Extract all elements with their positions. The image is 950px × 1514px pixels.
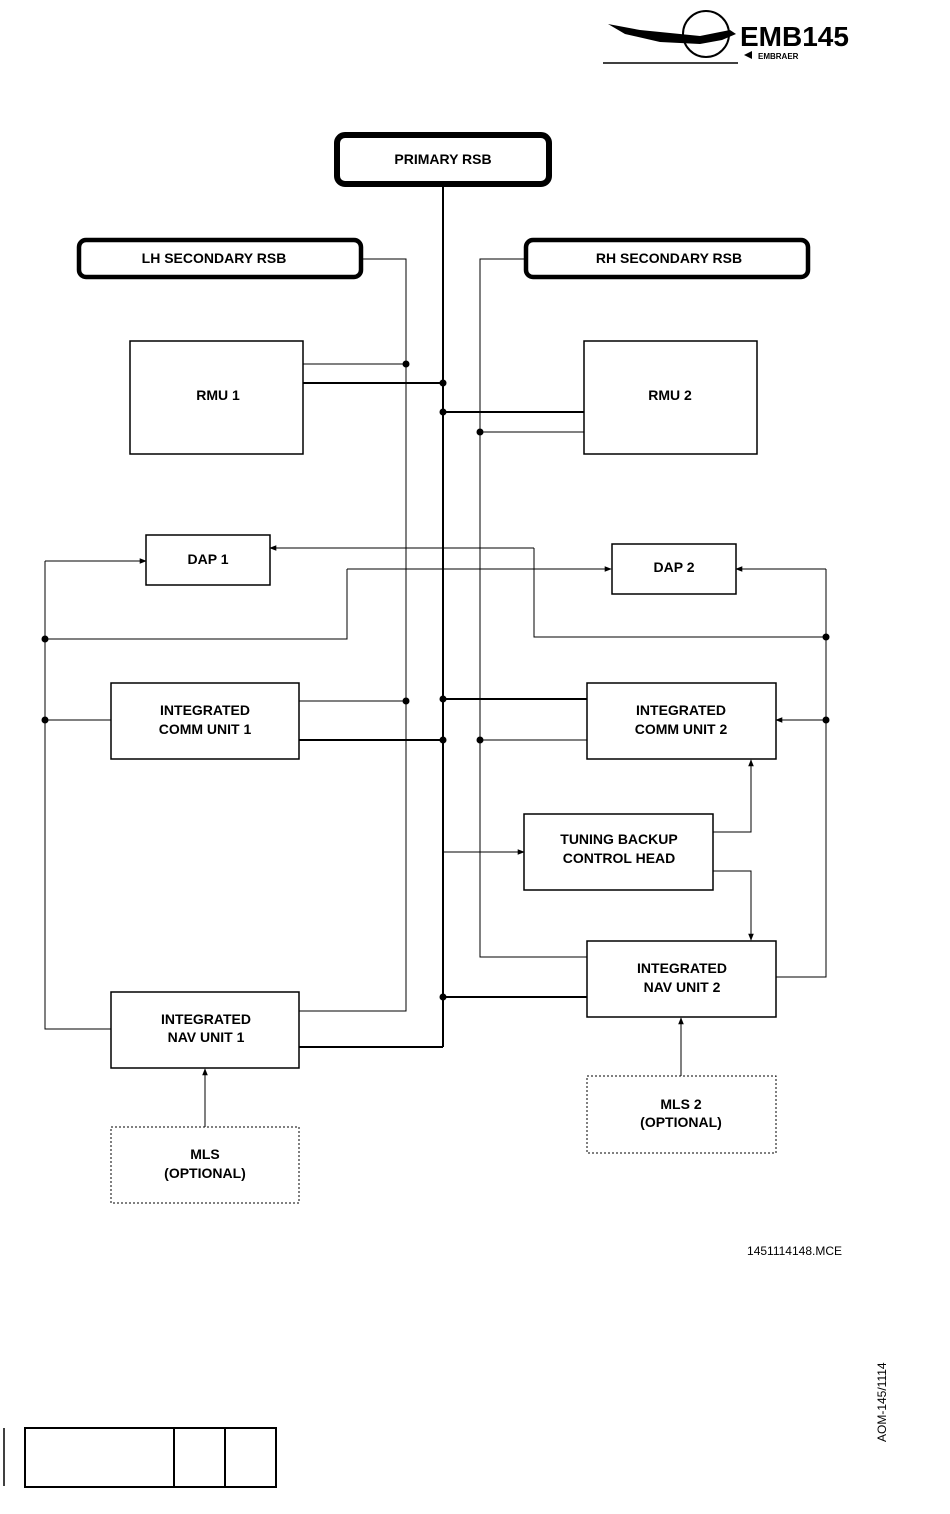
icu1-label-line2: COMM UNIT 1 bbox=[159, 721, 252, 737]
revision-table bbox=[4, 1428, 276, 1487]
icu1-label-line1: INTEGRATED bbox=[160, 702, 250, 718]
inu1-label-line1: INTEGRATED bbox=[161, 1011, 251, 1027]
logo-text: EMB145 bbox=[740, 21, 849, 52]
mls1-label-line1: MLS bbox=[190, 1146, 220, 1162]
dap1-label: DAP 1 bbox=[188, 551, 229, 567]
embraer-logo: EMB145 EMBRAER bbox=[603, 11, 849, 63]
junction-dots bbox=[42, 361, 830, 1001]
inu1-label-line2: NAV UNIT 1 bbox=[168, 1029, 245, 1045]
rmu1-box: RMU 1 bbox=[130, 341, 303, 454]
icu2-label-line1: INTEGRATED bbox=[636, 702, 726, 718]
logo-subtext: EMBRAER bbox=[758, 52, 799, 61]
rmu1-label: RMU 1 bbox=[196, 387, 240, 403]
rmu2-label: RMU 2 bbox=[648, 387, 692, 403]
icu2-label-line2: COMM UNIT 2 bbox=[635, 721, 728, 737]
mls1-label-line2: (OPTIONAL) bbox=[164, 1165, 246, 1181]
rh-secondary-rsb-label: RH SECONDARY RSB bbox=[596, 250, 742, 266]
integrated-nav-unit-2-box: INTEGRATED NAV UNIT 2 bbox=[587, 941, 776, 1017]
integrated-comm-unit-1-box: INTEGRATED COMM UNIT 1 bbox=[111, 683, 299, 759]
rh-secondary-rsb-box: RH SECONDARY RSB bbox=[526, 240, 808, 277]
tbch-label-line1: TUNING BACKUP bbox=[560, 831, 677, 847]
lh-secondary-rsb-label: LH SECONDARY RSB bbox=[142, 250, 287, 266]
rmu2-box: RMU 2 bbox=[584, 341, 757, 454]
figure-reference: 1451114148.MCE bbox=[747, 1244, 842, 1258]
primary-rsb-box: PRIMARY RSB bbox=[337, 135, 549, 184]
integrated-comm-unit-2-box: INTEGRATED COMM UNIT 2 bbox=[587, 683, 776, 759]
tbch-label-line2: CONTROL HEAD bbox=[563, 850, 676, 866]
primary-rsb-label: PRIMARY RSB bbox=[394, 151, 491, 167]
inu2-label-line1: INTEGRATED bbox=[637, 960, 727, 976]
embraer-arrow-icon bbox=[744, 51, 752, 59]
inu2-label-line2: NAV UNIT 2 bbox=[644, 979, 721, 995]
mls2-optional-box: MLS 2 (OPTIONAL) bbox=[587, 1076, 776, 1153]
mls2-label-line1: MLS 2 bbox=[660, 1096, 701, 1112]
dap1-box: DAP 1 bbox=[146, 535, 270, 585]
integrated-nav-unit-1-box: INTEGRATED NAV UNIT 1 bbox=[111, 992, 299, 1068]
dap2-box: DAP 2 bbox=[612, 544, 736, 594]
document-code: AOM-145/1114 bbox=[875, 1362, 889, 1442]
mls-optional-box: MLS (OPTIONAL) bbox=[111, 1127, 299, 1203]
mls2-label-line2: (OPTIONAL) bbox=[640, 1114, 722, 1130]
aircraft-silhouette-icon bbox=[608, 24, 736, 44]
dap2-label: DAP 2 bbox=[654, 559, 695, 575]
tuning-backup-control-head-box: TUNING BACKUP CONTROL HEAD bbox=[524, 814, 713, 890]
lh-secondary-rsb-box: LH SECONDARY RSB bbox=[79, 240, 361, 277]
